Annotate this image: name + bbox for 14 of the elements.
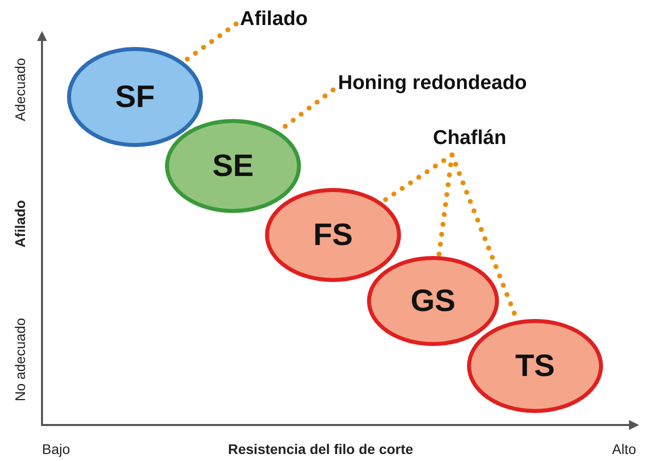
axis-label: Adecuado xyxy=(12,58,28,122)
grade-oval: SF xyxy=(67,47,203,147)
grade-oval: GS xyxy=(367,256,499,346)
grade-oval: SE xyxy=(165,119,301,213)
axis-label: Afilado xyxy=(12,200,28,248)
grade-oval: TS xyxy=(467,319,603,413)
axis-label: No adecuado xyxy=(12,318,28,402)
axis-label: Alto xyxy=(612,441,636,457)
callout-label: Chaflán xyxy=(433,127,506,150)
axis-label: Bajo xyxy=(42,441,70,457)
callout-label: Honing redondeado xyxy=(338,72,527,95)
grade-oval: FS xyxy=(265,188,401,282)
callout-label: Afilado xyxy=(240,8,308,31)
axis-label: Resistencia del filo de corte xyxy=(228,441,414,457)
